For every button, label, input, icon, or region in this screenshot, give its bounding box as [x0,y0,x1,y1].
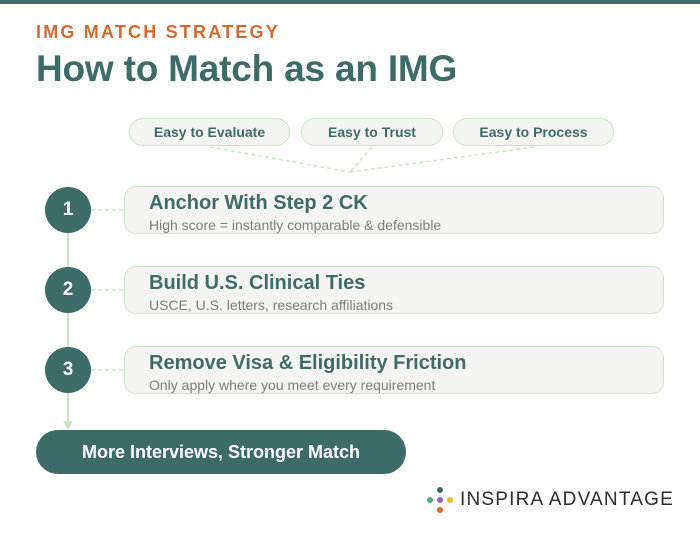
logo-dot [437,497,443,503]
step-number-badge: 1 [45,187,91,233]
step-subtext: High score = instantly comparable & defe… [149,217,442,233]
top-accent-bar [0,0,700,4]
logo-dot [437,487,443,493]
step-subtext: Only apply where you meet every requirem… [149,377,436,393]
quality-connector-line [349,146,373,173]
quality-connector-line [209,146,351,173]
logo-dot [437,507,443,513]
logo-dot [427,497,433,503]
logo-dot [447,497,453,503]
section-kicker: IMG MATCH STRATEGY [36,22,280,42]
step-subtext: USCE, U.S. letters, research affiliation… [149,297,394,313]
outcome-banner: More Interviews, Stronger Match [36,430,406,474]
quality-connector-line [349,146,535,173]
step-card: Remove Visa & Eligibility Friction Only … [124,346,664,394]
brand-footer: INSPIRA ADVANTAGE [426,486,674,514]
timeline-arrowhead [63,421,73,430]
step-card: Build U.S. Clinical Ties USCE, U.S. lett… [124,266,664,314]
inspira-logo-icon [427,487,453,513]
step-card: Anchor With Step 2 CK High score = insta… [124,186,664,234]
quality-pill-process: Easy to Process [453,118,614,146]
step-heading: Build U.S. Clinical Ties [149,272,366,294]
step-number-badge: 2 [45,267,91,313]
step-heading: Remove Visa & Eligibility Friction [149,352,467,374]
quality-pill-trust: Easy to Trust [301,118,443,146]
page-title: How to Match as an IMG [36,48,458,89]
quality-pill-evaluate: Easy to Evaluate [129,118,290,146]
step-number-badge: 3 [45,347,91,393]
step-heading: Anchor With Step 2 CK [149,192,368,214]
brand-name: INSPIRA ADVANTAGE [460,489,674,510]
